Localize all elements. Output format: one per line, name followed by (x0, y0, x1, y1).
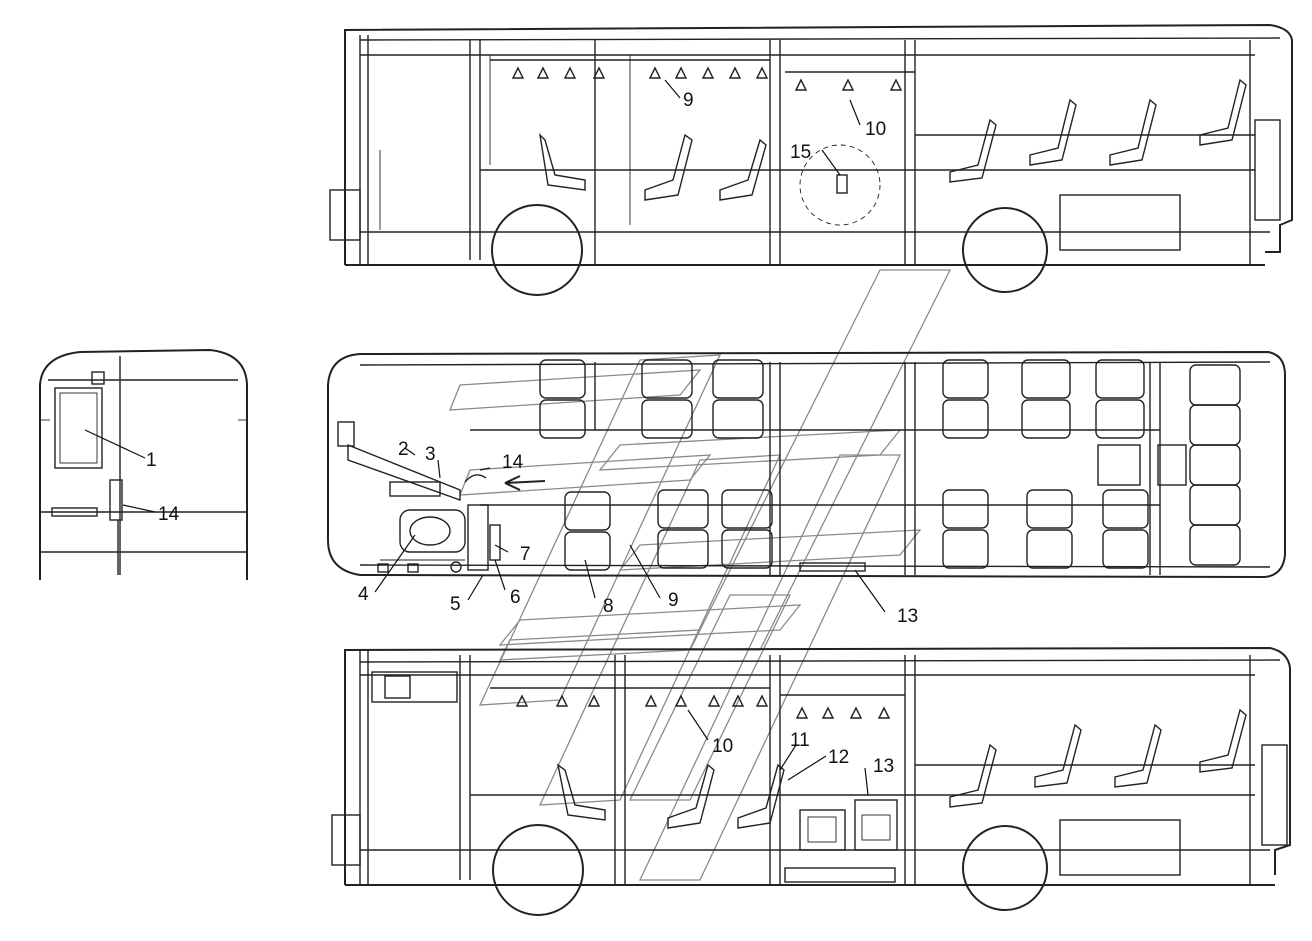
label-6: 6 (510, 587, 521, 608)
front-view (39, 348, 248, 580)
panel-box-12 (799, 809, 846, 851)
plan-view (327, 350, 1286, 613)
label-4: 4 (358, 584, 369, 605)
seats-side (556, 708, 1247, 829)
label-5: 5 (450, 594, 461, 615)
label-13b: 13 (897, 606, 918, 627)
seats-plan (539, 359, 1241, 571)
label-11: 11 (790, 730, 810, 751)
label-9b: 9 (668, 590, 679, 611)
grab-handles-row (511, 66, 903, 91)
label-14b: 14 (502, 452, 524, 473)
label-10a: 10 (865, 119, 886, 140)
label-8: 8 (603, 596, 614, 617)
label-3: 3 (425, 444, 436, 465)
driver-area (337, 421, 546, 573)
label-10b: 10 (712, 736, 733, 757)
callout-labels: 1 14 2 3 14 4 5 6 7 8 9 9 10 10 11 12 13… (146, 90, 918, 777)
grab-handles-row (515, 694, 891, 719)
rear-wheel (962, 207, 1048, 293)
front-wheel (491, 204, 583, 296)
label-7: 7 (520, 544, 531, 565)
side-view-left (331, 646, 1291, 916)
panel-box-13 (854, 799, 898, 851)
label-2: 2 (398, 439, 409, 460)
label-15: 15 (790, 142, 811, 163)
label-12: 12 (828, 747, 849, 768)
rear-wheel (962, 825, 1048, 911)
label-14a: 14 (158, 504, 180, 525)
front-wheel (492, 824, 584, 916)
label-9a: 9 (683, 90, 694, 111)
side-view-right (329, 23, 1293, 296)
seats-side (538, 78, 1247, 201)
detail-circle (799, 144, 881, 226)
label-1: 1 (146, 450, 157, 471)
watermark-logo (449, 269, 952, 881)
label-13a: 13 (873, 756, 894, 777)
